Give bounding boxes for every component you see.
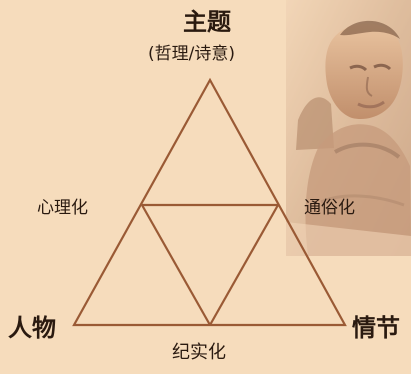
inner-left-diagonal — [141, 204, 211, 326]
bottom-right-label: 情节 — [352, 314, 400, 342]
apex-subtitle: (哲理/诗意) — [148, 44, 235, 64]
right-midpoint-label: 通俗化 — [304, 198, 355, 218]
background-photo — [286, 0, 411, 256]
left-midpoint-label: 心理化 — [37, 198, 88, 218]
inner-right-diagonal — [209, 204, 279, 326]
apex-label: 主题 — [183, 8, 231, 36]
bottom-midpoint-label: 纪实化 — [172, 342, 226, 363]
bottom-left-label: 人物 — [8, 314, 56, 342]
